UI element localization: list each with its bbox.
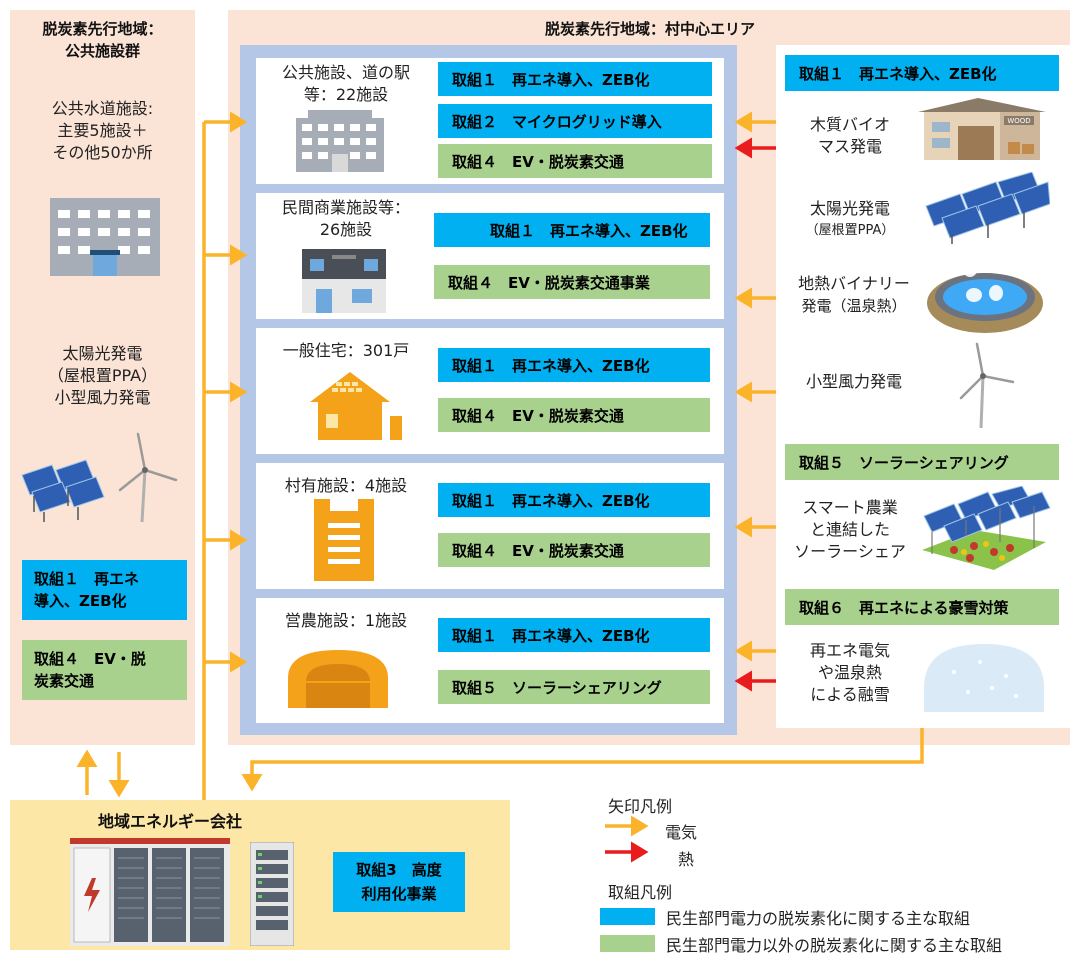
biomass-plant-icon: WOOD — [918, 98, 1046, 160]
left-solar-wind-label: 太陽光発電 （屋根置PPA） 小型風力発電 — [10, 343, 195, 409]
facility-card-housing: 一般住宅：301戸 取組１ 再エネ導入、ZEB化 取組４ EV・脱炭素交通 — [256, 328, 724, 454]
left-box1-line2: 導入、ZEB化 — [34, 592, 127, 610]
initiative3-line1: 取組3 高度 — [356, 861, 442, 879]
left-initiative1-box: 取組１ 再エネ 導入、ZEB化 — [22, 560, 187, 620]
shop-building-icon — [302, 249, 386, 313]
left-box2-line1: 取組４ EV・脱 — [34, 650, 146, 668]
snow-dome-icon — [924, 644, 1044, 712]
facility-card-village: 村有施設：4施設 取組１ 再エネ導入、ZEB化 取組４ EV・脱炭素交通 — [256, 463, 724, 589]
snow-line1: 再エネ電気 — [809, 641, 890, 660]
legend-green-swatch — [600, 935, 655, 952]
solar-sharing-line1: スマート農業 — [802, 498, 898, 517]
facility-label-line1: 民間商業施設等： — [281, 198, 410, 217]
facility-label: 村有施設：4施設 — [284, 476, 408, 495]
facility-label: 一般住宅：301戸 — [282, 341, 410, 360]
village-building-icon — [314, 499, 374, 581]
initiative-legend-title: 取組凡例 — [608, 883, 673, 902]
initiative-box-blue: 取組１ 再エネ導入、ZEB化 — [438, 618, 710, 652]
initiative-box-blue: 取組１ 再エネ導入、ZEB化 — [434, 213, 710, 247]
geothermal-line1: 地熱バイナリー — [798, 274, 910, 293]
left-solar-line3: 小型風力発電 — [54, 388, 151, 407]
left-box2-line2: 炭素交通 — [34, 672, 95, 690]
initiative-box-green: 取組４ EV・脱炭素交通 — [438, 398, 710, 432]
biomass-line2: マス発電 — [817, 137, 882, 156]
water-line3: その他50か所 — [52, 143, 153, 162]
left-solar-line1: 太陽光発電 — [62, 344, 143, 363]
left-panel — [10, 10, 195, 745]
facility-label-line1: 公共施設、道の駅 — [281, 63, 410, 82]
geothermal-line2: 発電（温泉熱） — [801, 297, 907, 315]
wind-turbine-icon — [959, 342, 1015, 428]
left-panel-title: 脱炭素先行地域： 公共施設群 — [10, 18, 195, 62]
initiative-box-blue: 取組１ 再エネ導入、ZEB化 — [438, 62, 712, 96]
snow-melting-label: 再エネ電気 や温泉熱 による融雪 — [786, 640, 914, 706]
water-line2: 主要5施設＋ — [57, 121, 148, 140]
hot-spring-icon — [927, 253, 1043, 333]
water-line1: 公共水道施設: — [51, 99, 154, 118]
left-title-line1: 脱炭素先行地域： — [42, 20, 163, 38]
right-initiative6-header: 取組６ 再エネによる豪雪対策 — [785, 589, 1059, 625]
snow-line2: や温泉熱 — [817, 663, 882, 682]
solar-sharing-label: スマート農業 と連結した ソーラーシェア — [786, 497, 914, 563]
solar-sharing-line3: ソーラーシェア — [794, 542, 906, 561]
left-box1-line1: 取組１ 再エネ — [34, 570, 140, 588]
center-area-title: 脱炭素先行地域：村中心エリア — [544, 20, 755, 38]
solar-sharing-farm-icon — [922, 486, 1051, 570]
initiative-box-green: 取組５ ソーラーシェアリング — [438, 670, 710, 704]
facility-label: 公共施設、道の駅 等：22施設 — [256, 62, 436, 106]
facility-label-line2: 26施設 — [319, 220, 373, 239]
initiative3-line2: 利用化事業 — [361, 885, 437, 903]
initiative-box-blue: 取組１ 再エネ導入、ZEB化 — [438, 348, 710, 382]
right-initiative1-header: 取組１ 再エネ導入、ZEB化 — [785, 55, 1059, 91]
left-title-line2: 公共施設群 — [64, 42, 140, 60]
right-solar-line1: 太陽光発電 — [809, 199, 890, 218]
legend-electric-label: 電気 — [665, 823, 698, 842]
solar-sharing-line2: と連結した — [809, 520, 890, 539]
snow-line3: による融雪 — [810, 685, 890, 704]
geothermal-label: 地熱バイナリー 発電（温泉熱） — [790, 273, 918, 317]
right-solar-label: 太陽光発電 （屋根置PPA） — [790, 198, 910, 242]
right-initiative5-header: 取組５ ソーラーシェアリング — [785, 444, 1059, 480]
house-icon — [310, 372, 402, 440]
left-solar-line2: （屋根置PPA） — [47, 366, 158, 385]
facility-label-line2: 等：22施設 — [303, 85, 389, 104]
energy-company-title: 地域エネルギー会社 — [97, 812, 242, 831]
left-initiative4-box: 取組４ EV・脱 炭素交通 — [22, 640, 187, 700]
wood-sign-text: WOOD — [1007, 117, 1030, 125]
greenhouse-icon — [288, 650, 388, 708]
facility-card-commercial: 民間商業施設等： 26施設 取組１ 再エネ導入、ZEB化 取組４ EV・脱炭素交… — [256, 193, 724, 319]
biomass-line1: 木質バイオ — [809, 115, 890, 134]
biomass-label: 木質バイオ マス発電 — [790, 114, 910, 158]
initiative-box-blue: 取組２ マイクログリッド導入 — [438, 104, 712, 138]
facility-card-public: 公共施設、道の駅 等：22施設 取組１ 再エネ導入、ZEB化 取組２ マイクログ… — [256, 58, 724, 184]
right-solar-line2: （屋根置PPA） — [805, 223, 895, 238]
facility-label: 民間商業施設等： 26施設 — [256, 197, 436, 241]
initiative-box-blue: 取組１ 再エネ導入、ZEB化 — [438, 483, 710, 517]
server-rack-icon — [250, 842, 294, 946]
legend-blue-swatch — [600, 908, 655, 925]
arrow-legend-title: 矢印凡例 — [608, 797, 673, 816]
legend-green-label: 民生部門電力以外の脱炭素化に関する主な取組 — [666, 936, 1003, 955]
solar-panels-icon — [925, 172, 1050, 244]
public-building-icon — [50, 198, 160, 276]
office-building-icon — [296, 110, 384, 172]
arrow-surplus-to-company — [241, 728, 924, 792]
facility-card-farming: 営農施設：1施設 取組１ 再エネ導入、ZEB化 取組５ ソーラーシェアリング — [256, 598, 724, 723]
initiative-box-green: 取組４ EV・脱炭素交通 — [438, 533, 710, 567]
initiative-box-green: 取組４ EV・脱炭素交通事業 — [434, 265, 710, 299]
right-wind-label: 小型風力発電 — [805, 372, 902, 391]
energy-company-initiative3-box: 取組3 高度 利用化事業 — [333, 852, 465, 912]
legend-blue-label: 民生部門電力の脱炭素化に関する主な取組 — [666, 909, 971, 928]
solar-wind-icon — [21, 432, 178, 523]
water-facilities-label: 公共水道施設: 主要5施設＋ その他50か所 — [10, 98, 195, 164]
battery-storage-icon — [70, 838, 230, 946]
legend-heat-label: 熱 — [678, 850, 695, 869]
initiative-box-green: 取組４ EV・脱炭素交通 — [438, 144, 712, 178]
facility-label: 営農施設：1施設 — [284, 611, 408, 630]
